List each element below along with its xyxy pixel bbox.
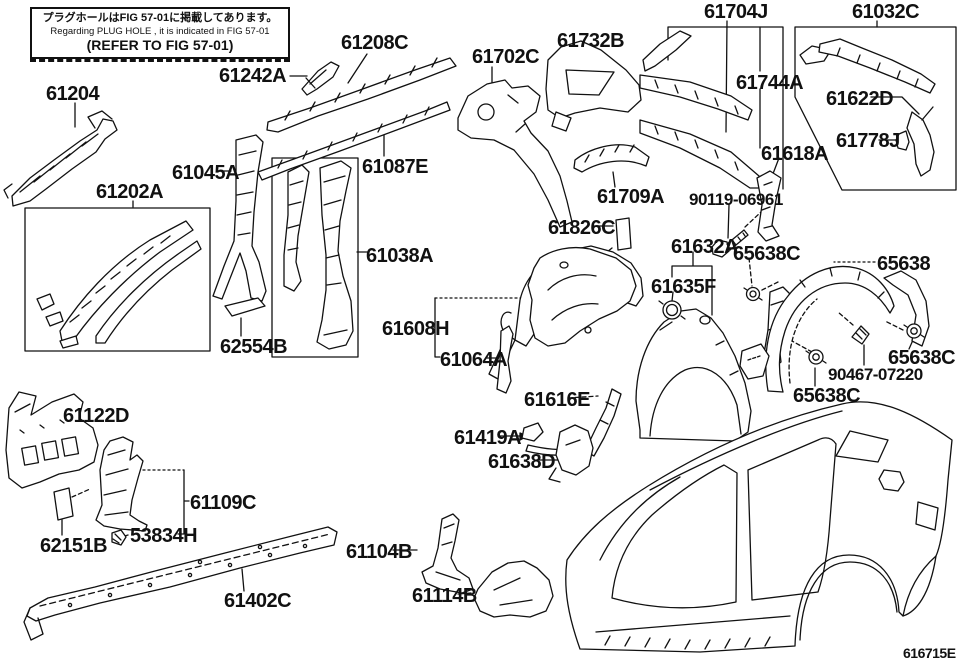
label-61608H[interactable]: 61608H (382, 318, 450, 340)
label-61635F[interactable]: 61635F (651, 276, 716, 298)
part-61202A-pillar-inner-assy (36, 220, 202, 349)
note-box-hatch (30, 59, 290, 62)
label-61204[interactable]: 61204 (46, 83, 100, 105)
part-61114B-bracket (473, 560, 554, 618)
part-61204-windshield-side-rail (3, 110, 118, 207)
label-62554B[interactable]: 62554B (220, 336, 288, 358)
label-61032C[interactable]: 61032C (852, 1, 920, 23)
label-61632A[interactable]: 61632A (671, 236, 739, 258)
label-61104B[interactable]: 61104B (346, 541, 412, 563)
label-61709A[interactable]: 61709A (597, 186, 665, 208)
plug-hole-note-box: プラグホールはFIG 57-01に掲載してあります。 Regarding PLU… (30, 7, 290, 59)
label-61778J[interactable]: 61778J (836, 130, 900, 152)
part-61616E-extension (584, 388, 622, 457)
label-61122D[interactable]: 61122D (63, 405, 129, 427)
label-65638C-1[interactable]: 65638C (733, 243, 801, 265)
box-61032C (794, 26, 957, 191)
label-61702C[interactable]: 61702C (472, 46, 540, 68)
part-61242A-bracket (301, 61, 340, 96)
label-61704J[interactable]: 61704J (704, 1, 768, 23)
label-61402C[interactable]: 61402C (224, 590, 292, 612)
part-61104B-pillar-lower (421, 513, 474, 594)
part-62151B-pad (53, 487, 74, 521)
label-65638C-3[interactable]: 65638C (793, 385, 861, 407)
label-61202A[interactable]: 61202A (96, 181, 164, 203)
label-53834H[interactable]: 53834H (130, 525, 198, 547)
label-65638[interactable]: 65638 (877, 253, 931, 275)
part-61732B-quarter-window-frame (545, 40, 642, 132)
label-90467-07220[interactable]: 90467-07220 (828, 365, 923, 384)
label-61045A[interactable]: 61045A (172, 162, 240, 184)
part-61208C-cowl-top-rail (266, 57, 457, 133)
label-61826C[interactable]: 61826C (548, 217, 616, 239)
label-61109C[interactable]: 61109C (190, 492, 256, 514)
part-61038A-center-pillar-inner (283, 160, 354, 350)
note-line-ref: (REFER TO FIG 57-01) (86, 37, 234, 54)
label-61616E[interactable]: 61616E (524, 389, 590, 411)
part-61702C-front-pillar-upper-outer (457, 79, 573, 228)
label-61208C[interactable]: 61208C (341, 32, 409, 54)
label-61618A[interactable]: 61618A (761, 143, 829, 165)
part-61087E-cowl-rail-lower (257, 101, 451, 181)
label-61038A[interactable]: 61038A (366, 245, 434, 267)
label-61622D[interactable]: 61622D (826, 88, 894, 110)
part-62554B-pad (224, 297, 266, 317)
note-line-jp: プラグホールはFIG 57-01に掲載してあります。 (42, 11, 278, 24)
label-61242A[interactable]: 61242A (219, 65, 287, 87)
part-61618A-pillar-brace (756, 170, 782, 242)
box-61202A (24, 207, 211, 352)
part-61064A-strip (496, 311, 514, 394)
label-62151B[interactable]: 62151B (40, 535, 108, 557)
label-90119-06961[interactable]: 90119-06961 (689, 190, 783, 209)
part-61635F-grommet (658, 300, 686, 320)
note-line-en: Regarding PLUG HOLE , it is indicated in… (50, 25, 270, 37)
part-61045A-pillar-inner (212, 134, 267, 302)
part-61709A-roof-side-rail (573, 144, 650, 173)
part-61032C-roof-side-garnish (799, 38, 936, 177)
car-body-side-panel-outline (565, 401, 953, 653)
part-61122D-cowl-side-panel (5, 391, 99, 489)
part-61632A-quarter-panel-rear (635, 308, 752, 442)
part-65638C-nuts (743, 286, 925, 365)
label-65638C-2[interactable]: 65638C (888, 347, 956, 369)
label-61087E[interactable]: 61087E (362, 156, 428, 178)
part-61402C-rocker-panel (23, 526, 338, 641)
part-quarter-panel-inner-front (527, 246, 637, 347)
diagram-code: 616715E (903, 645, 956, 661)
part-61109C-hinge-pillar (95, 436, 148, 532)
label-61744A[interactable]: 61744A (736, 72, 804, 94)
part-90467-screw (851, 325, 870, 345)
part-90119-bolt (711, 229, 749, 258)
label-61419A[interactable]: 61419A (454, 427, 522, 449)
label-61732B[interactable]: 61732B (557, 30, 625, 52)
part-61704J-cowl-parts (639, 30, 764, 189)
label-61064A[interactable]: 61064A (440, 349, 508, 371)
part-61826C-seal (615, 217, 632, 251)
label-61638D[interactable]: 61638D (488, 451, 556, 473)
part-53834H-screw (111, 529, 127, 546)
part-61638D-bracket (548, 424, 594, 483)
label-61114B[interactable]: 61114B (412, 585, 477, 607)
